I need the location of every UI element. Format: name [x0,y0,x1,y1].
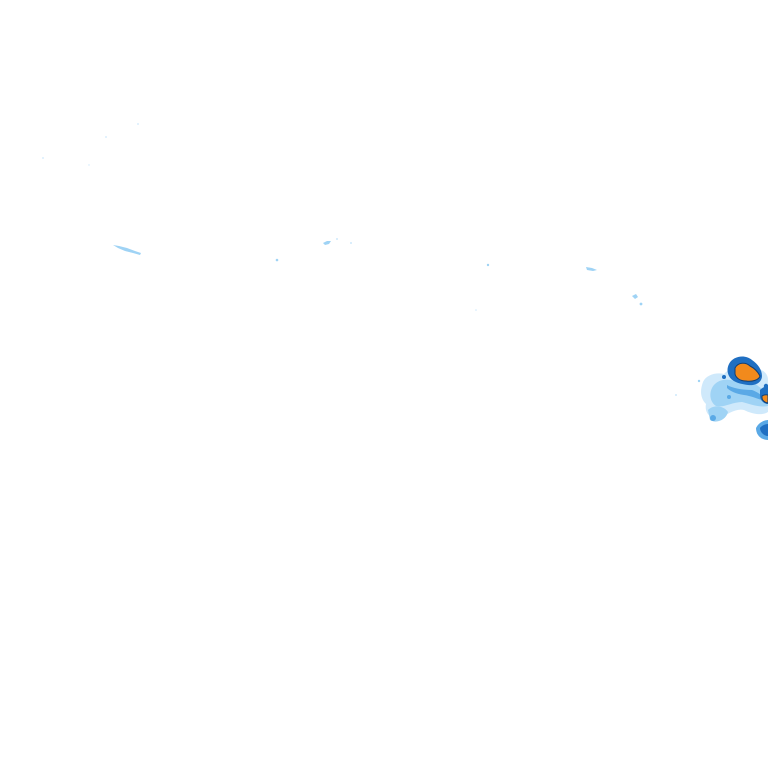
rain-heavy-dot [763,383,768,389]
light-rain-streaks [113,238,643,311]
storm-cell-east [675,356,768,440]
rain-blotch [727,395,731,399]
echo-streak [323,241,331,245]
faint-echoes-northwest [42,123,139,166]
echo-speck [137,123,139,125]
echo-streak [113,245,141,255]
echo-speck [697,379,701,383]
echo-speck [88,164,90,166]
rain-intense-cell [761,394,768,404]
rain-moderate-band [727,385,766,401]
rain-blotch [710,415,716,421]
echo-streak [586,267,597,271]
rain-heavy-dot [722,375,726,379]
echo-streak [632,294,638,299]
echo-speck [639,302,643,306]
echo-speck [42,157,44,159]
echo-speck [486,263,490,267]
echo-speck [336,238,338,240]
echo-speck [675,394,677,396]
echo-speck [275,258,279,262]
rain-heavy-cell-south-core [760,424,768,436]
echo-speck [105,136,107,138]
echo-speck [350,242,352,244]
echo-speck [475,309,477,311]
rain-intense-core [734,362,761,382]
